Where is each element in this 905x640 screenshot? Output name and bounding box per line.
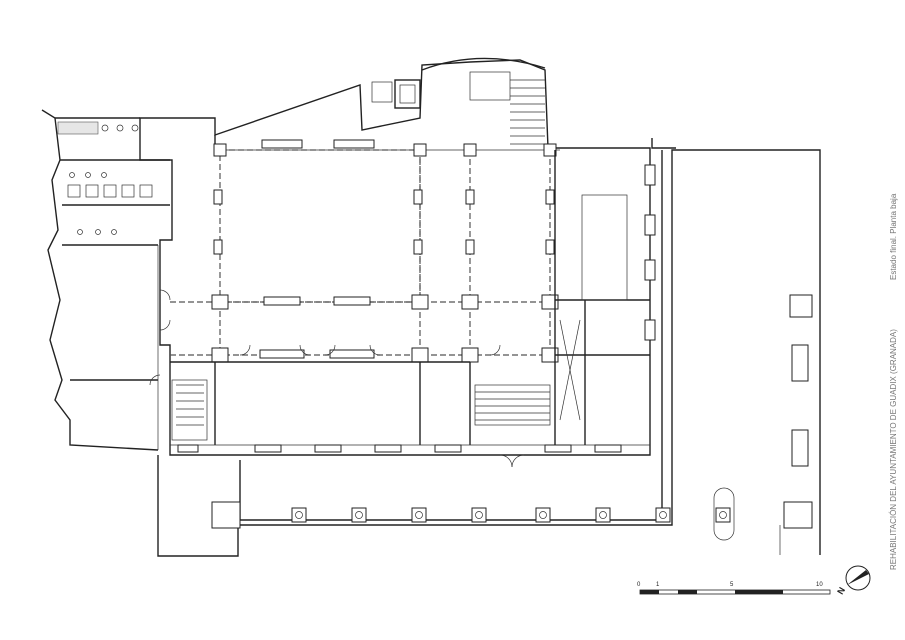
plaza-outline: [157, 138, 821, 557]
title-block: REHABILITACIÓN DEL AYUNTAMIENTO DE GUADI…: [889, 193, 898, 570]
scale-label-5: 5: [730, 582, 734, 588]
project-title: REHABILITACIÓN DEL AYUNTAMIENTO DE GUADI…: [889, 329, 898, 570]
right-rooms: [554, 150, 656, 445]
stair-tower: [371, 57, 546, 145]
left-annex: [41, 109, 171, 451]
hall-structure: [170, 139, 559, 363]
scale-bar: 0 1 5 10: [637, 582, 831, 595]
north-arrow-icon: N: [835, 565, 871, 596]
lower-rooms: [170, 361, 650, 468]
scale-label-0: 0: [637, 582, 641, 588]
scale-label-10: 10: [816, 582, 823, 588]
north-label: N: [835, 585, 847, 596]
scale-label-1: 1: [656, 582, 660, 588]
drawing-subtitle: Estado final. Planta baja: [889, 193, 898, 280]
arcade-columns: [211, 294, 813, 541]
building-outline: [139, 59, 651, 456]
